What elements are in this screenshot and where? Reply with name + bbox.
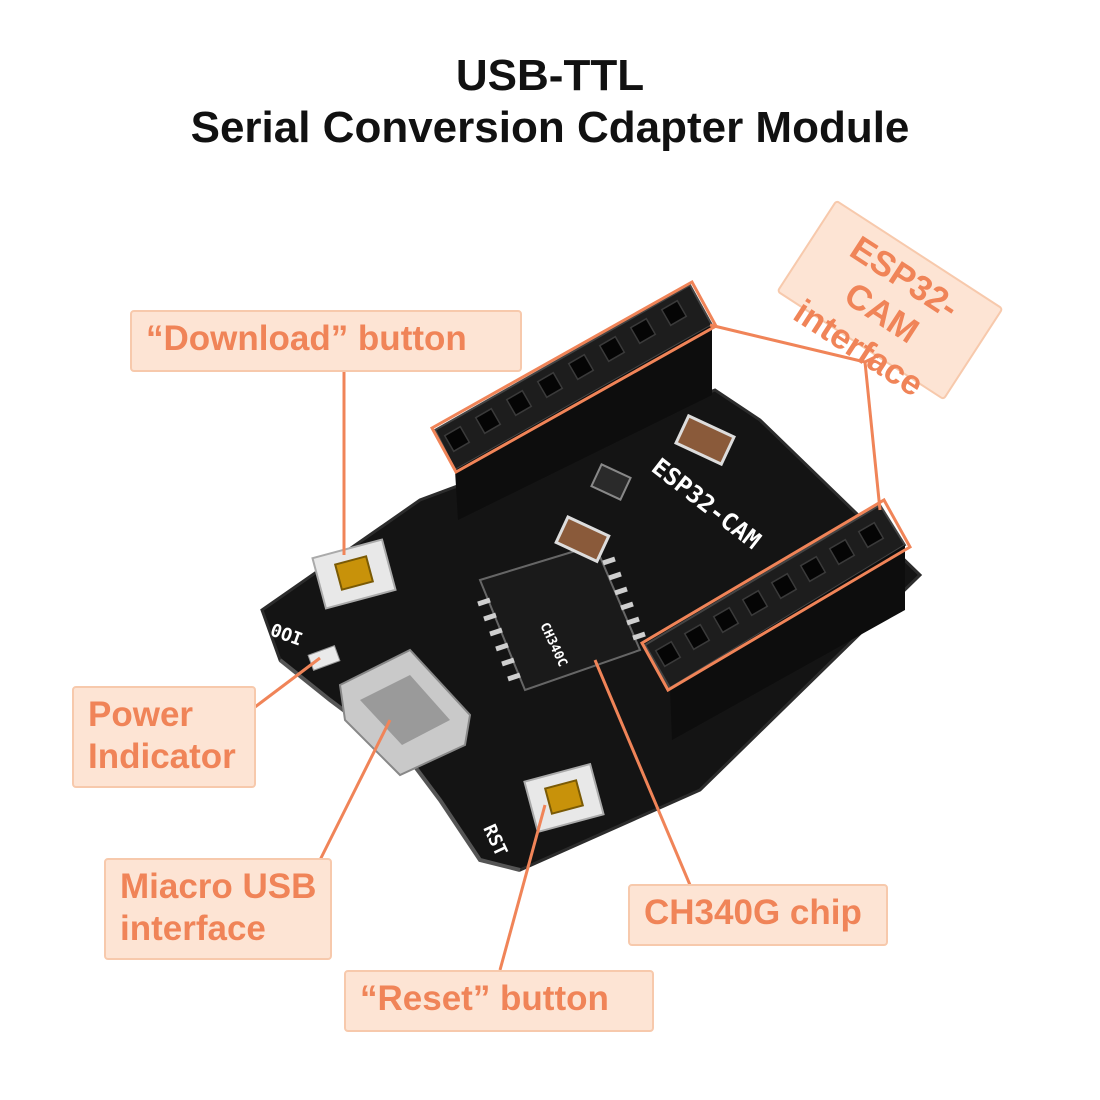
- power-led: [307, 645, 341, 671]
- leader-power: [254, 656, 321, 709]
- leader-lines: [254, 323, 921, 971]
- micro-usb-callout: Miacro USB interface: [104, 858, 332, 960]
- leader-esp32-bottom: [863, 361, 882, 511]
- reset-button-callout: “Reset” button: [344, 970, 654, 1032]
- reset-button-switch: [523, 762, 605, 834]
- esp32-header-right: [643, 503, 907, 740]
- ch340g-chip: CH340C: [477, 543, 646, 692]
- smd-capacitors: [554, 413, 736, 564]
- download-button-switch: [311, 538, 397, 610]
- micro-usb-port: [338, 648, 472, 777]
- download-button-callout: “Download” button: [130, 310, 522, 372]
- leader-chip: [593, 659, 692, 886]
- micro-usb-line2: interface: [120, 909, 266, 948]
- title-line-1: USB-TTL: [455, 51, 645, 100]
- power-indicator-callout: Power Indicator: [72, 686, 256, 788]
- leader-usb: [318, 719, 392, 861]
- ch340g-chip-callout: CH340G chip: [628, 884, 888, 946]
- esp32-right-bracket: [639, 497, 913, 693]
- leader-reset: [498, 804, 547, 971]
- power-indicator-line2: Indicator: [88, 737, 236, 776]
- title-line-2: Serial Conversion Cdapter Module: [190, 103, 910, 152]
- esp32-top-bracket: [429, 279, 719, 475]
- micro-usb-line1: Miacro USB: [120, 867, 317, 906]
- power-indicator-line1: Power: [88, 695, 194, 734]
